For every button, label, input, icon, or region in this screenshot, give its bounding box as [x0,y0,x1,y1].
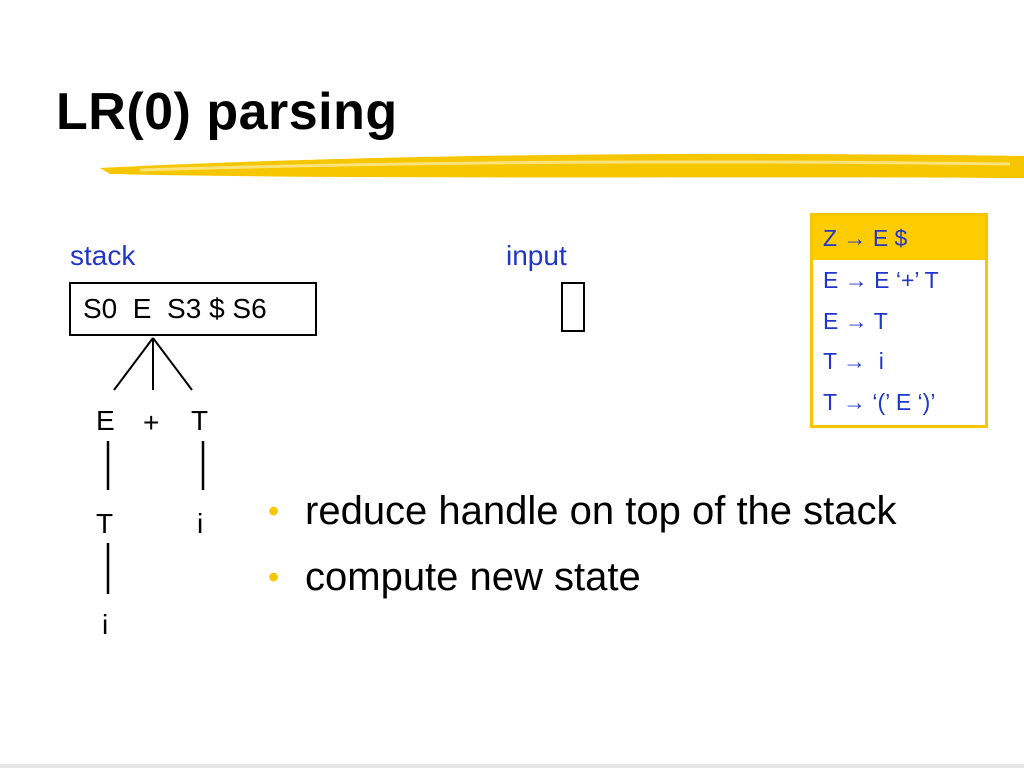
tree-node-i-left: i [102,609,108,640]
tree-node-e: E [96,405,115,436]
title-underline-brushstroke [100,153,1024,178]
stack-box: S0 E S3 $ S6 [69,282,317,336]
stack-label: stack [70,240,136,271]
footer-line [0,764,1024,768]
tree-node-t-top: T [191,405,208,436]
grammar-rule: E → T [823,307,888,334]
grammar-rule: Z → E $ [813,216,985,260]
input-box [561,282,585,332]
grammar-rule: T → ‘(’ E ‘)’ [823,388,936,415]
bullet-text: reduce handle on top of the stack [305,489,897,533]
bullet-dot-icon: • [268,493,280,529]
tree-branch-right [152,337,193,391]
input-label: input [506,240,567,271]
bullet-list: • reduce handle on top of the stack • co… [268,478,897,610]
tree-node-i-right: i [197,508,203,539]
tree-node-plus: + [143,407,159,438]
grammar-rule: E → E ‘+’ T [823,267,939,293]
bullet-item: • reduce handle on top of the stack [268,478,897,544]
bullet-text: compute new state [305,555,641,599]
bullet-dot-icon: • [268,559,280,595]
slide-title: LR(0) parsing [56,83,398,141]
grammar-rule: T → i [823,348,884,374]
grammar-box: Z → E $ E → E ‘+’ T E → T T → i T → ‘(’ … [810,213,988,428]
tree-node-t-under-e: T [96,508,113,539]
bullet-item: • compute new state [268,544,897,610]
tree-branch-left [113,337,154,391]
